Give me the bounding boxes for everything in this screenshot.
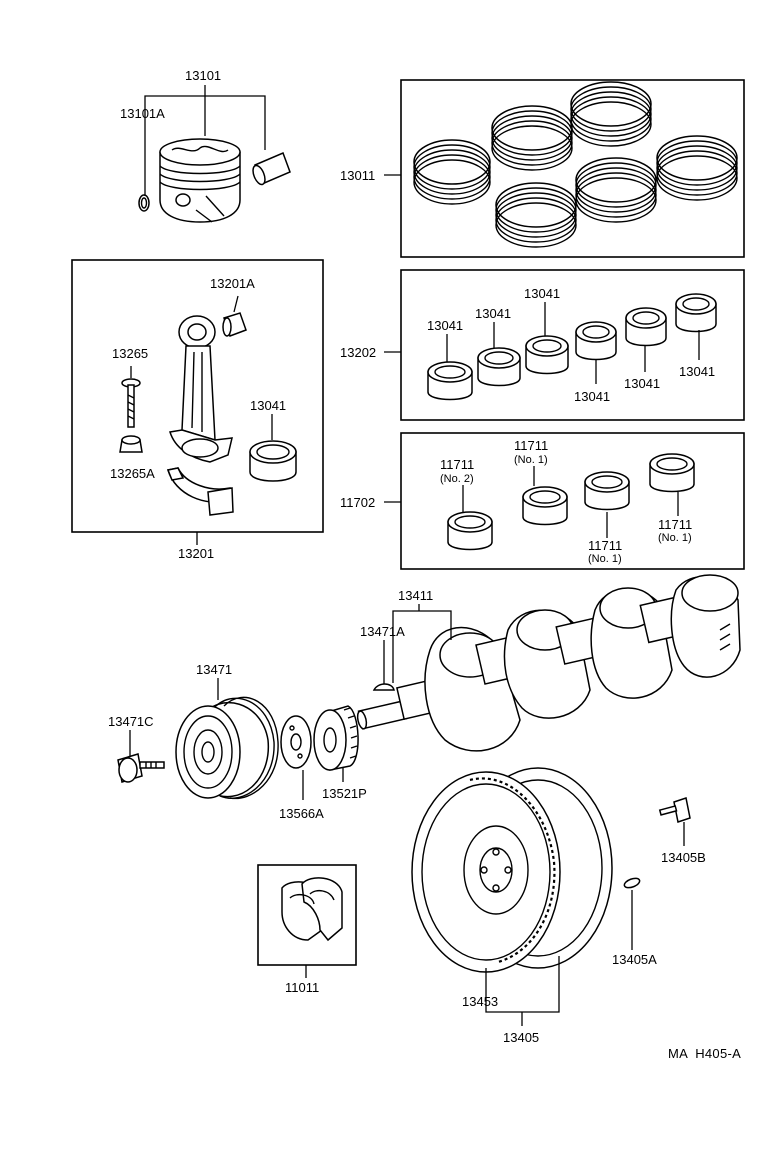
rod-bearing-set[interactable]: [427, 293, 717, 401]
main-bearing-set[interactable]: [447, 453, 695, 551]
connecting-rod[interactable]: [166, 315, 234, 516]
label-11711-no1-right: 11711: [658, 517, 692, 532]
label-11702: 11702: [340, 495, 375, 510]
woodruff-key[interactable]: [372, 683, 395, 691]
label-13405: 13405: [503, 1030, 539, 1045]
label-13041-b1: 13041: [427, 318, 463, 333]
piston-pin-snap-ring[interactable]: [138, 194, 150, 212]
main-bearing-set-frame: [400, 432, 745, 570]
label-11711-no1-top: 11711: [514, 438, 548, 453]
label-13041-b4: 13041: [574, 389, 610, 404]
label-13041-rod: 13041: [250, 398, 286, 413]
rod-bearing-set-frame: [400, 269, 745, 421]
note-11711-no1-top: (No. 1): [514, 454, 548, 466]
drive-plate-flywheel[interactable]: [411, 767, 613, 973]
label-13101A: 13101A: [120, 106, 165, 121]
label-13566A: 13566A: [279, 806, 324, 821]
piston-pin[interactable]: [251, 151, 291, 186]
crankshaft[interactable]: [356, 574, 741, 752]
label-11011: 11011: [285, 980, 319, 995]
drawing-code: MA H405-A: [668, 1046, 741, 1061]
label-13471A: 13471A: [360, 624, 405, 639]
crankshaft-timing-gear[interactable]: [313, 705, 359, 771]
pulley-bolt[interactable]: [117, 753, 165, 783]
label-13041-b2: 13041: [475, 306, 511, 321]
label-11711-no1-mid: 11711: [588, 538, 622, 553]
crankshaft-pulley[interactable]: [175, 696, 279, 800]
label-13265: 13265: [112, 346, 148, 361]
oil-pump-drive-plate[interactable]: [280, 715, 312, 769]
thrust-washer-set[interactable]: [281, 877, 343, 942]
label-13471: 13471: [196, 662, 232, 677]
note-11711-no2: (No. 2): [440, 473, 474, 485]
label-13201A: 13201A: [210, 276, 255, 291]
ring-set-frame: [400, 79, 745, 258]
label-13405A: 13405A: [612, 952, 657, 967]
piston-assembly[interactable]: [159, 138, 241, 223]
label-13265A: 13265A: [110, 466, 155, 481]
label-13405B: 13405B: [661, 850, 706, 865]
label-13521P: 13521P: [322, 786, 367, 801]
leader-13201A: [233, 295, 239, 313]
label-13202: 13202: [340, 345, 376, 360]
label-13453: 13453: [462, 994, 498, 1009]
piston-ring-set[interactable]: [413, 81, 738, 248]
rod-bearing[interactable]: [249, 440, 297, 482]
leader-13411: [392, 610, 452, 683]
label-13041-b5: 13041: [624, 376, 660, 391]
thrust-washer-frame: [257, 864, 357, 966]
label-13201: 13201: [178, 546, 214, 561]
flywheel-bolt[interactable]: [658, 797, 691, 823]
note-11711-no1-right: (No. 1): [658, 532, 692, 544]
label-13411: 13411: [398, 588, 433, 603]
label-13101: 13101: [185, 68, 221, 83]
label-13011: 13011: [340, 168, 375, 183]
label-13041-b3: 13041: [524, 286, 560, 301]
piston-pin-bushing[interactable]: [222, 312, 247, 337]
rod-nut[interactable]: [119, 435, 143, 453]
note-11711-no1-mid: (No. 1): [588, 553, 622, 565]
label-13041-b6: 13041: [679, 364, 715, 379]
label-13471C: 13471C: [108, 714, 154, 729]
drive-plate-spacer[interactable]: [623, 877, 641, 890]
rod-bolt[interactable]: [121, 378, 141, 428]
label-11711-no2: 11711: [440, 457, 474, 472]
